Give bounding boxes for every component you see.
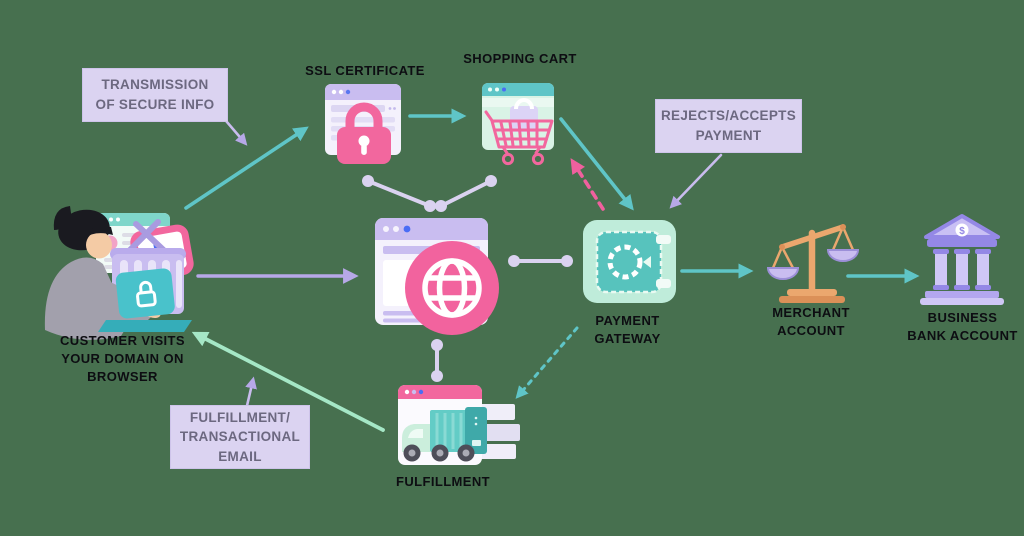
note-line: TRANSACTIONAL [179,429,301,445]
note-line: REJECTS/ACCEPTS [660,108,797,124]
label-line: ACCOUNT [777,323,845,339]
label-line: SHOPPING CART [463,51,577,66]
browser-padlock-icon [325,84,401,164]
label-fulfillment: FULFILLMENT [387,473,499,491]
arrow-note-rejects [669,153,723,209]
browser-truck-icon [398,385,520,465]
bank-building-icon: $ [920,214,1004,305]
arrow-gateway-to-cart-dashed [570,158,605,211]
label-line: BUSINESS [927,310,998,325]
arrow-cart-to-gateway [559,117,634,211]
note-line: FULFILLMENT/ [189,409,291,425]
label-line: YOUR DOMAIN ON [61,351,184,367]
label-ssl-certificate: SSL CERTIFICATE [300,62,430,80]
note-line: TRANSMISSION [101,77,209,93]
note-rejects-accepts-payment: REJECTS/ACCEPTS PAYMENT [655,99,802,153]
note-fulfillment-transactional-email: FULFILLMENT/ TRANSACTIONAL EMAIL [170,405,310,469]
label-line: GATEWAY [594,331,661,347]
label-line: FULFILLMENT [396,474,490,489]
browser-cart-icon [482,83,554,166]
safe-vault-icon [583,220,676,303]
person-at-laptop-icon [44,206,194,340]
arrow-gateway-to-fulfillment-dashed [515,326,579,399]
label-line: CUSTOMER VISITS [60,333,185,348]
label-line: BANK ACCOUNT [907,328,1018,344]
label-line: PAYMENT [595,313,660,328]
label-payment-gateway: PAYMENT GATEWAY [570,312,685,348]
connector-cart-website [440,179,492,208]
label-line: SSL CERTIFICATE [305,63,425,78]
note-line: PAYMENT [695,128,762,143]
note-line: OF SECURE INFO [95,97,215,112]
bank-dollar-badge: $ [959,226,965,237]
balance-scale-icon [766,224,860,303]
label-shopping-cart: SHOPPING CART [455,50,585,68]
label-business-bank-account: BUSINESS BANK ACCOUNT [900,309,1024,345]
note-line: EMAIL [218,448,262,464]
note-transmission-of-secure-info: TRANSMISSION OF SECURE INFO [82,68,228,122]
connector-ssl-website [367,179,431,208]
arrow-customer-to-ssl [184,126,309,210]
label-customer-visits: CUSTOMER VISITS YOUR DOMAIN ON BROWSER [40,332,205,387]
label-line: BROWSER [87,369,158,385]
label-merchant-account: MERCHANT ACCOUNT [755,304,867,340]
dot-connectors [362,175,573,382]
label-line: MERCHANT [772,305,850,320]
browser-globe-icon [375,218,499,335]
arrow-fulfillment-to-customer [191,331,385,432]
